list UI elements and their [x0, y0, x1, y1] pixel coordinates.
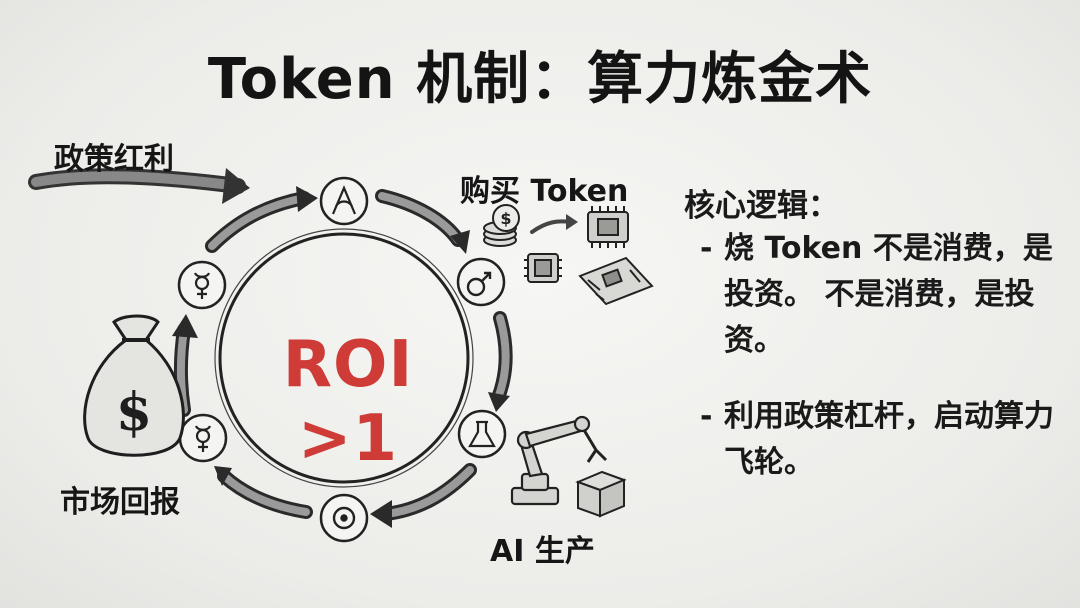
- chip-icon: [524, 206, 654, 306]
- core-logic-heading: 核心逻辑：: [684, 188, 839, 224]
- bullet-dash: -: [700, 399, 713, 434]
- ai-production-label: AI 生产: [490, 534, 595, 569]
- svg-text:$: $: [500, 209, 511, 228]
- node-left-top: [177, 260, 227, 310]
- bullet-text: 烧 Token 不是消费，是投资。 不是消费，是投资。: [724, 231, 1053, 358]
- chip-left: [524, 253, 562, 283]
- market-return-label: 市场回报: [60, 485, 180, 520]
- chip-top: [587, 206, 629, 248]
- node-right-mid: [457, 409, 507, 459]
- arrow-bottom-left: [214, 466, 313, 519]
- coin-to-chip-arrow: [530, 214, 578, 234]
- sun-symbol-icon: [332, 506, 356, 530]
- roi-label: ROI >1: [282, 328, 414, 476]
- main-ring: [214, 228, 474, 488]
- page-title: Token 机制：算力炼金术: [207, 47, 873, 112]
- money-bag-icon: $: [83, 314, 185, 457]
- alchemy-A-icon: [331, 185, 357, 215]
- mars-symbol-icon: [466, 271, 492, 297]
- mercury-symbol-icon: [194, 425, 212, 452]
- mercury-symbol-icon: [193, 272, 211, 299]
- logic-bullet: - 烧 Token 不是消费，是投资。 不是消费，是投资。: [700, 226, 1060, 364]
- policy-bonus-label: 政策红利: [54, 142, 174, 177]
- arrow-top-left: [205, 186, 318, 253]
- svg-text:$: $: [116, 382, 152, 443]
- policy-arrow: [28, 168, 250, 204]
- node-bottom: [319, 493, 369, 543]
- bullet-dash: -: [700, 231, 713, 266]
- arrow-right: [488, 311, 513, 412]
- node-left-bottom: [178, 413, 228, 463]
- flask-icon: [468, 420, 496, 448]
- buy-token-label: 购买 Token: [460, 174, 629, 209]
- cycle-arrows: [172, 186, 513, 528]
- arrow-bottom-right: [370, 463, 477, 528]
- logic-bullet: - 利用政策杠杆，启动算力飞轮。: [700, 394, 1060, 486]
- circuit-board: [578, 256, 654, 306]
- bullet-text: 利用政策杠杆，启动算力飞轮。: [724, 399, 1054, 480]
- coin-stack-icon: $: [483, 204, 520, 247]
- box-icon: [575, 470, 627, 518]
- robot-arm-icon: [510, 415, 608, 506]
- node-right-top: [456, 257, 506, 307]
- arrow-top-right: [375, 189, 470, 254]
- node-top: [319, 176, 369, 226]
